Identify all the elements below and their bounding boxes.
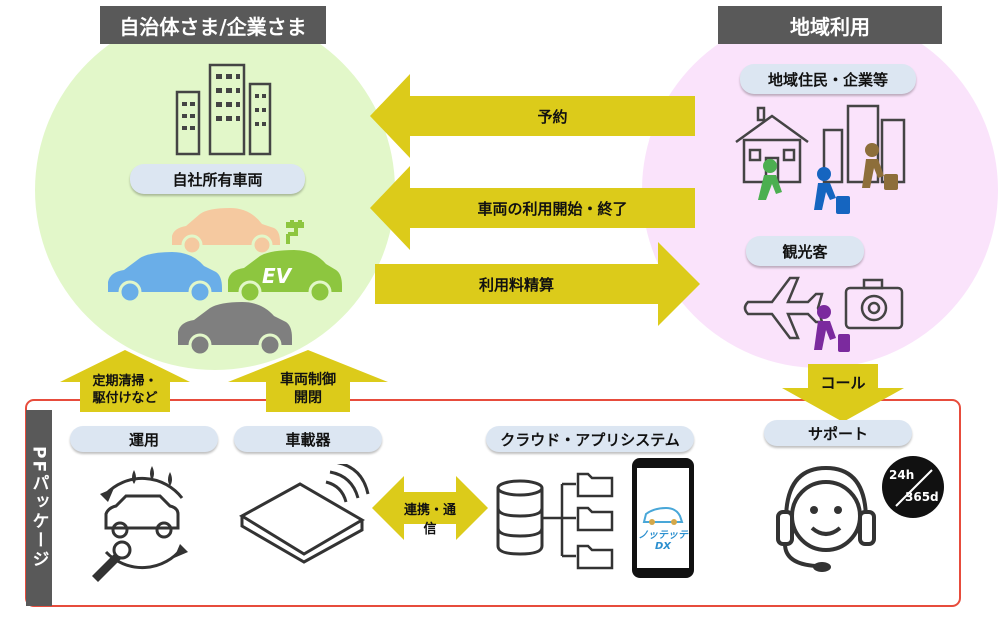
cleaning-label-line1: 定期清掃・ (92, 374, 158, 389)
start-end-arrow (370, 166, 695, 250)
call-label: コール (820, 374, 866, 392)
always-open-badge: 24h 365d (882, 456, 944, 518)
fee-label: 利用料精算 (478, 276, 554, 294)
tourist-icons (743, 276, 904, 352)
cloud-pill: クラウド・アプリシステム (486, 426, 694, 452)
tourists-pill: 観光客 (746, 236, 864, 266)
car-ev-icon (228, 220, 342, 304)
app-brand: ノッテッテDX (638, 530, 688, 552)
onboard-pill: 車載器 (234, 426, 382, 452)
operation-pill: 運用 (70, 426, 218, 452)
office-building-icon (175, 63, 272, 156)
onboard-device-icon (239, 464, 370, 564)
smartphone-icon (632, 458, 694, 578)
connect-double-arrow (372, 476, 488, 540)
traveler-blue-icon (814, 167, 850, 214)
reserve-label: 予約 (537, 108, 568, 126)
database-icon (496, 479, 544, 556)
cleaning-label-line2: 駆付けなど (92, 391, 158, 406)
control-label: 車両制御 開閉 (262, 371, 354, 407)
control-label-line1: 車両制御 (280, 372, 336, 388)
cloud-system-icons (496, 458, 694, 578)
days-label: 365d (905, 490, 939, 504)
support-headset-icon (776, 465, 876, 572)
camera-icon (844, 278, 904, 330)
right-header: 地域利用 (718, 6, 942, 44)
region-users-pill: 地域住民・企業等 (740, 64, 916, 94)
folder-tree-icon (542, 472, 614, 570)
call-down-arrow (782, 364, 904, 422)
traveler-brown-icon (862, 143, 898, 190)
control-label-line2: 開閉 (294, 390, 322, 406)
start-end-label: 車両の利用開始・終了 (477, 200, 628, 218)
ev-label: EV (262, 264, 292, 288)
badge-divider (895, 469, 933, 507)
car-icons (108, 208, 342, 357)
maintenance-car-icon (92, 466, 188, 582)
car-peach-icon (172, 208, 280, 256)
reserve-arrow (370, 74, 695, 158)
connect-label: 連携・通信 (403, 503, 456, 537)
own-vehicles-pill: 自社所有車両 (130, 164, 305, 194)
hours-label: 24h (889, 468, 915, 482)
cleaning-up-arrow (60, 350, 190, 412)
support-pill: サポート (764, 420, 912, 446)
airplane-icon (743, 276, 824, 340)
car-blue-icon (108, 252, 222, 304)
control-up-arrow (228, 350, 388, 412)
residents-icons (735, 104, 906, 214)
package-title: PFパッケージ (26, 410, 52, 606)
cleaning-label: 定期清掃・ 駆付けなど (80, 373, 170, 407)
car-gray-icon (178, 302, 292, 357)
traveler-purple-icon (814, 305, 850, 352)
left-header: 自治体さま/企業さま (100, 6, 326, 44)
walking-person-green-icon (758, 159, 782, 200)
fee-arrow (375, 242, 700, 326)
